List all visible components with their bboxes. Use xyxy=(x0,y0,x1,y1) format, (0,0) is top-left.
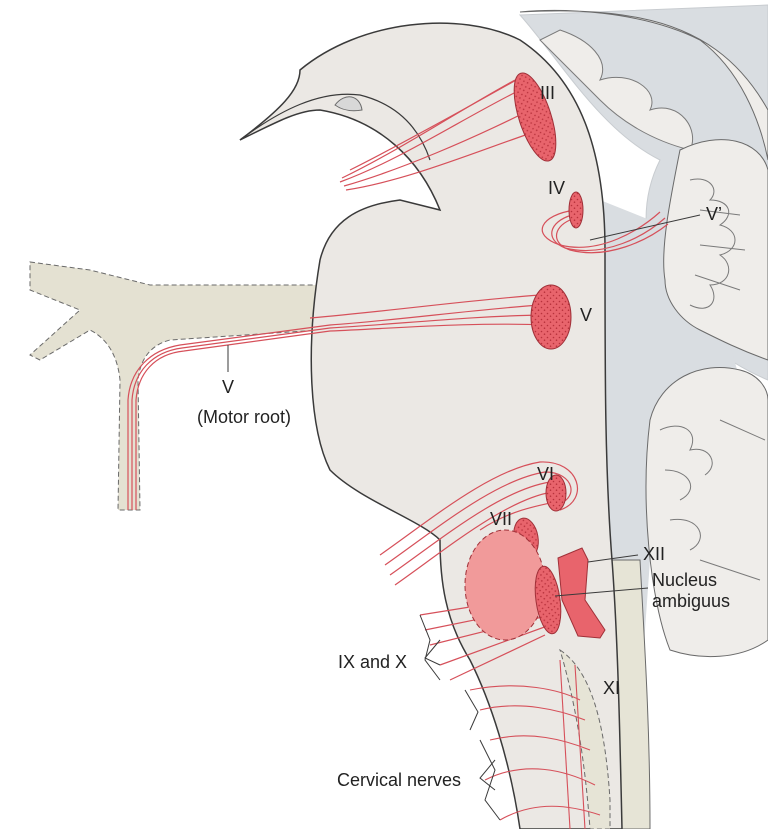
cerebellum-folia-lower xyxy=(659,419,766,581)
trochlear-nucleus xyxy=(568,191,584,229)
nerve-root-bundles xyxy=(419,614,501,821)
medulla-dashed-region xyxy=(559,648,611,829)
label-trigeminal-mesencephalic: V’ xyxy=(706,204,722,224)
nucleus-ambiguus xyxy=(534,565,562,635)
hypoglossal-nucleus xyxy=(557,547,606,639)
label-nucleus-ambiguus-2: ambiguus xyxy=(652,591,730,611)
label-glosso-vagus: IX and X xyxy=(338,652,407,672)
cervical-nerve-fibers xyxy=(469,659,601,829)
label-cervical-nerves: Cervical nerves xyxy=(337,770,461,790)
oculomotor-fibers xyxy=(339,77,541,191)
label-nucleus-ambiguus-1: Nucleus xyxy=(652,570,717,590)
trigeminal-motor-nucleus xyxy=(530,284,572,350)
label-motor-root-numeral: V xyxy=(222,377,234,397)
leader-lines xyxy=(227,214,701,791)
label-abducens: VI xyxy=(537,464,554,484)
cerebellum-folia-middle xyxy=(689,178,746,309)
cerebral-peduncle-edge xyxy=(239,93,431,161)
label-facial: VII xyxy=(490,509,512,529)
label-trigeminal: V xyxy=(580,305,592,325)
label-trochlear: IV xyxy=(548,178,565,198)
abducens-facial-fibers xyxy=(379,461,578,586)
label-motor-root-text: (Motor root) xyxy=(197,407,291,427)
trochlear-fibers xyxy=(541,209,669,254)
cerebellum-lower xyxy=(645,366,768,657)
label-hypoglossal: XII xyxy=(643,544,665,564)
cerebellum-folia-upper xyxy=(539,29,694,151)
brainstem xyxy=(239,22,623,829)
inferior-olive-region xyxy=(464,529,546,641)
trigeminal-root xyxy=(29,261,321,511)
oculomotor-nucleus xyxy=(513,72,557,162)
cerebellum-middle xyxy=(663,139,768,361)
label-accessory: XI xyxy=(603,678,620,698)
abducens-nucleus xyxy=(545,474,567,512)
label-oculomotor: III xyxy=(540,83,555,103)
mammillary-body xyxy=(334,96,363,112)
trigeminal-motor-fibers xyxy=(127,294,549,510)
